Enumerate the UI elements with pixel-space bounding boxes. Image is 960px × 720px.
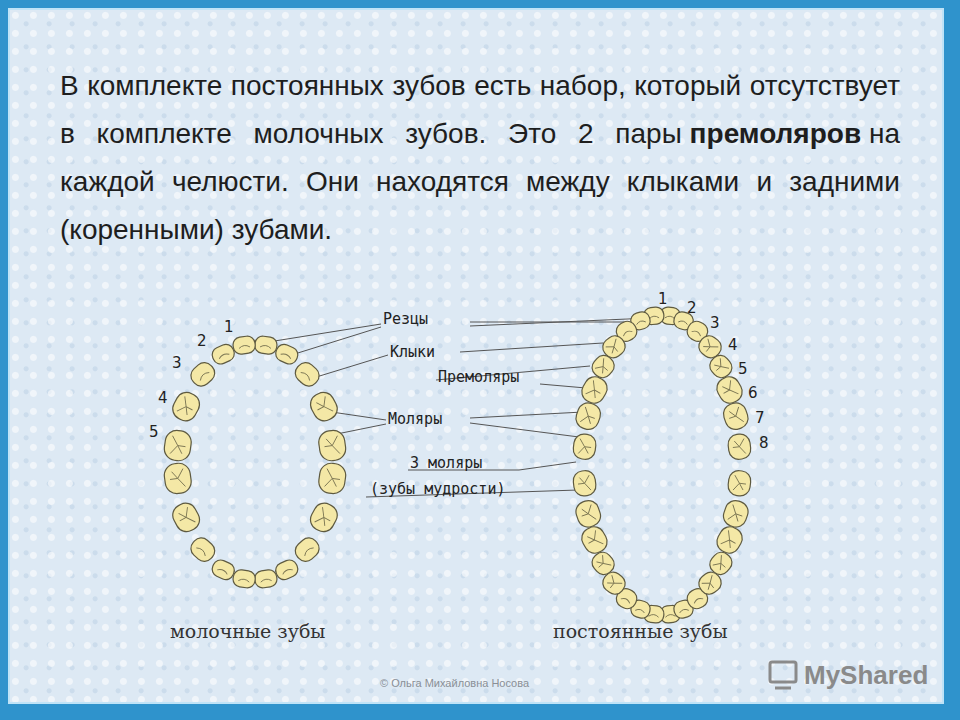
tooth — [210, 558, 237, 582]
tooth — [169, 389, 203, 425]
tooth — [578, 373, 611, 407]
tooth — [573, 400, 603, 432]
arch-caption: постоянные зубы — [553, 620, 728, 642]
tooth — [578, 523, 611, 557]
callout-number: 8 — [759, 434, 769, 452]
slide-frame — [8, 8, 944, 704]
arch-caption: молочные зубы — [170, 620, 325, 642]
callout-number: 1 — [658, 290, 668, 308]
tooth — [163, 429, 193, 462]
tooth — [163, 462, 193, 495]
callout-number: 4 — [728, 336, 738, 354]
watermark: MyShared — [804, 660, 928, 691]
intro-paragraph: В комплекте постоянных зубов есть набор,… — [60, 62, 900, 254]
tooth — [572, 470, 597, 497]
tooth-group-label: Клыки — [390, 343, 435, 361]
callout-number: 2 — [687, 299, 697, 317]
callout-number: 5 — [149, 423, 159, 441]
tooth — [232, 335, 256, 355]
callout-number: 5 — [738, 360, 748, 378]
myshared-icon — [770, 662, 796, 688]
tooth — [307, 389, 341, 425]
tooth-group-label: Моляры — [388, 410, 442, 428]
tooth — [727, 433, 752, 460]
bold-term: премоляров — [690, 118, 862, 149]
tooth — [292, 534, 323, 565]
tooth — [292, 359, 323, 390]
tooth — [187, 534, 218, 565]
tooth — [317, 429, 347, 462]
tooth — [713, 373, 746, 407]
tooth — [254, 335, 278, 355]
tooth-group-label: 3 моляры — [410, 454, 482, 472]
tooth — [232, 569, 256, 589]
tooth — [727, 470, 752, 497]
tooth — [169, 499, 203, 535]
callout-number: 3 — [172, 354, 182, 372]
tooth — [254, 569, 278, 589]
tooth — [210, 342, 237, 366]
leader-lines — [262, 318, 650, 497]
tooth — [307, 499, 341, 535]
tooth-arches — [163, 306, 752, 623]
tooth — [721, 498, 751, 530]
tooth — [273, 342, 300, 366]
tooth — [713, 523, 746, 557]
callout-number: 2 — [197, 332, 207, 350]
tooth — [187, 359, 218, 390]
tooth — [273, 558, 300, 582]
tooth-group-label: Резцы — [383, 310, 428, 328]
tooth — [572, 433, 597, 460]
callout-number: 3 — [710, 314, 720, 332]
tooth — [721, 400, 751, 432]
callout-number: 1 — [224, 318, 234, 336]
tooth-group-label: (зубы мудрости) — [370, 480, 505, 498]
callout-number: 6 — [748, 384, 758, 402]
callout-number: 7 — [755, 409, 765, 427]
watermark: © Ольга Михайловна Носова — [380, 677, 529, 689]
tooth — [317, 462, 347, 495]
tooth-group-label: Премоляры — [438, 368, 519, 386]
callout-number: 4 — [158, 389, 168, 407]
tooth — [573, 498, 603, 530]
